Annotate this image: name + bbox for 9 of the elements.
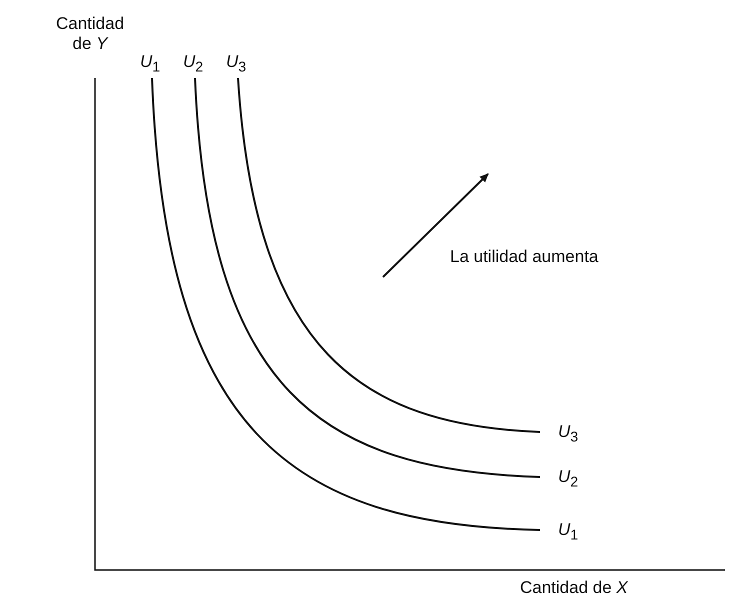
curve-label: U$_{1}$: [140, 52, 160, 78]
curve-label: U$_{1}$: [558, 520, 578, 546]
curve-label: U$_{3}$: [558, 422, 578, 448]
curve-label: U$_{3}$: [226, 52, 246, 78]
axis-title: Cantidad de Y: [54, 14, 126, 54]
curve-label: U$_{2}$: [558, 467, 578, 492]
curve-label: U$_{2}$: [183, 52, 204, 78]
annotation: La utilidad aumenta: [450, 247, 598, 267]
axis-title: Cantidad de X: [520, 578, 628, 598]
